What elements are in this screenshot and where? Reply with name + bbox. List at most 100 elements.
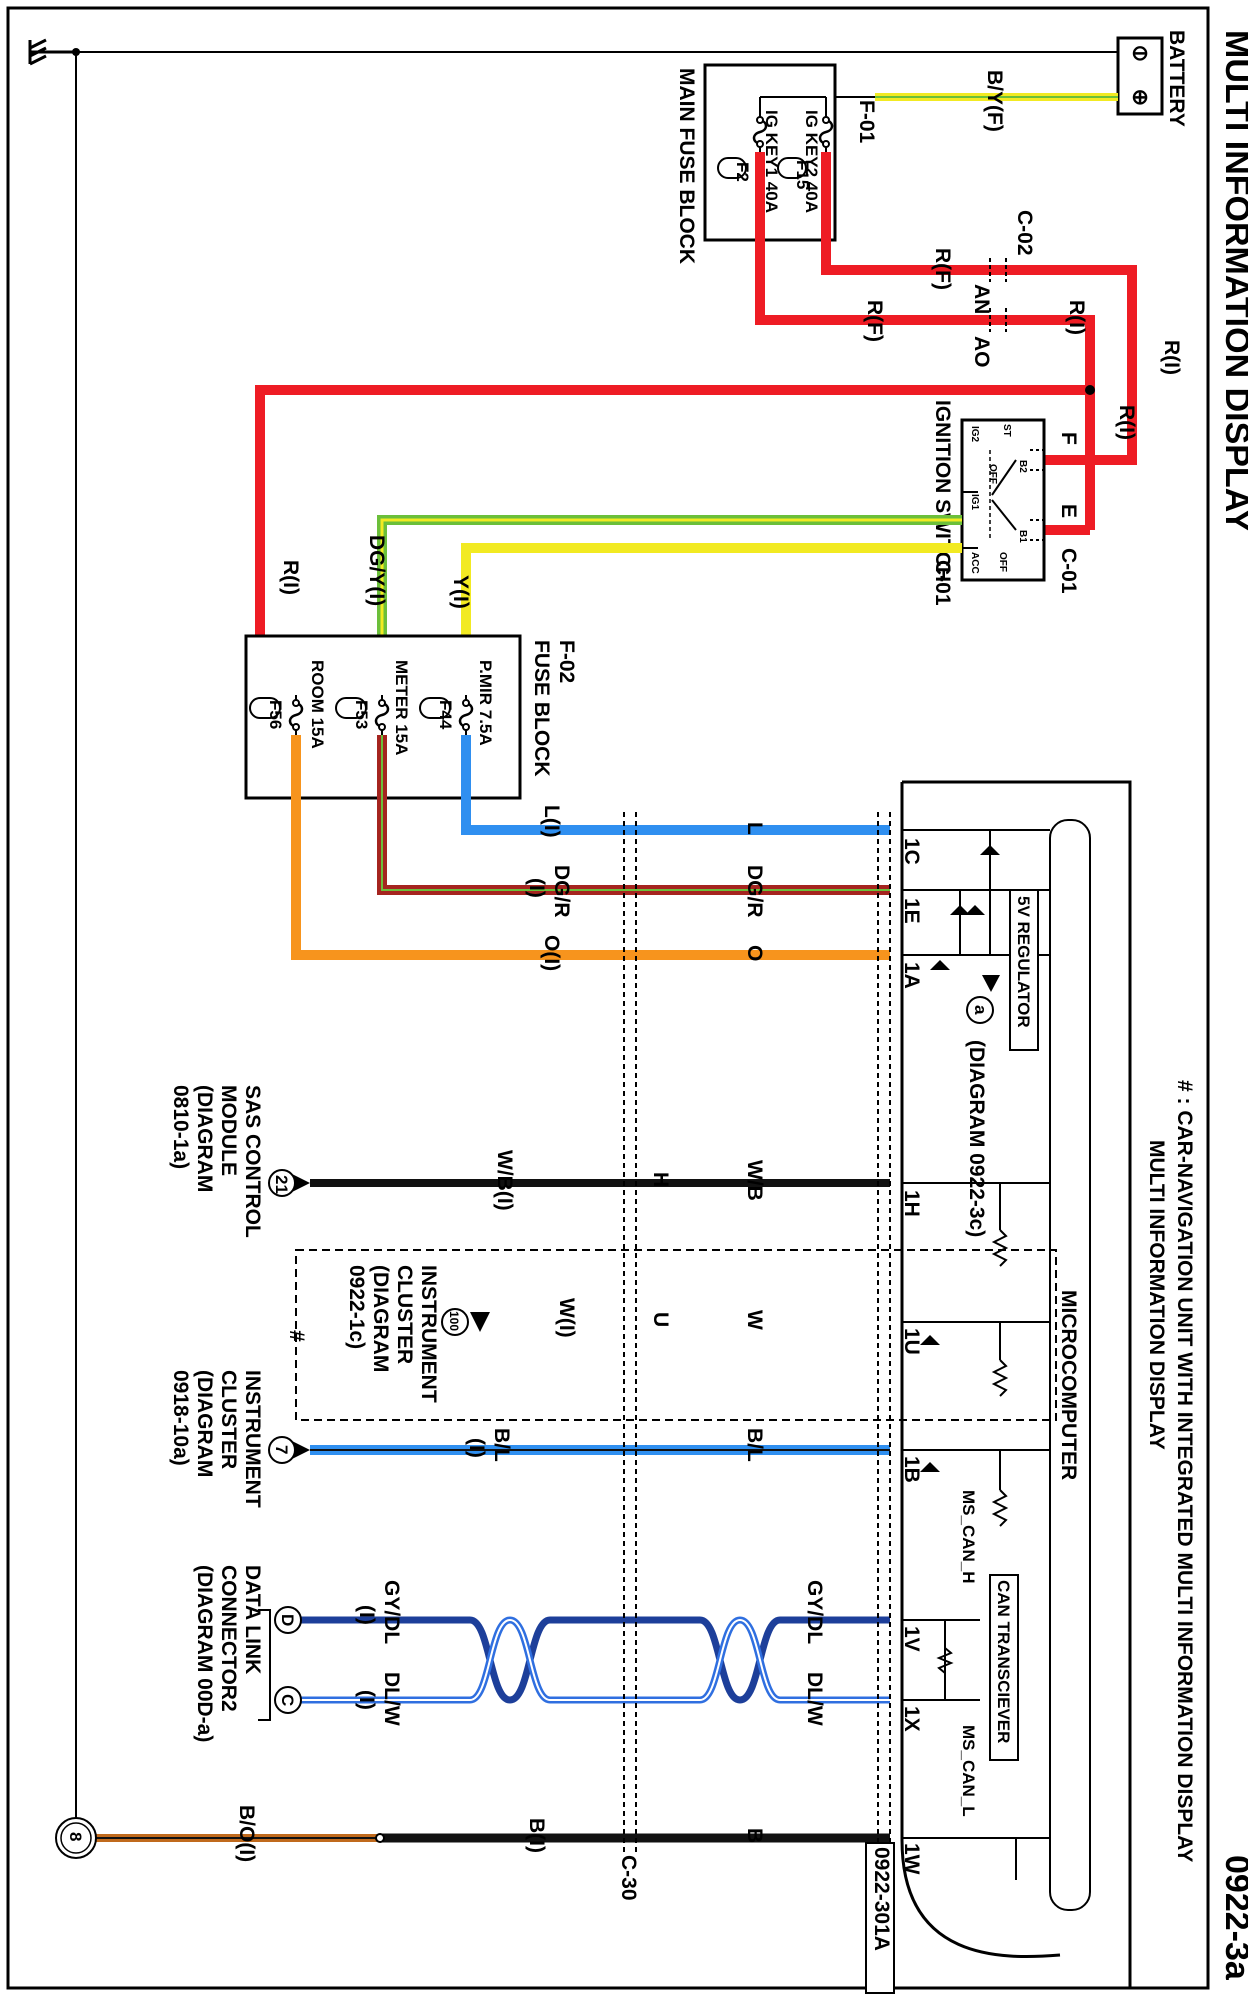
pin-1e: 1E [900,898,923,924]
diagram-code-box [865,1842,895,1994]
circuit-labels: L L(I) DG/R DG/R (I) O O(I) W/B H W/B(I)… [235,805,826,1862]
label-o-inner: O(I) [540,935,563,971]
contact-ig2: IG2 [969,426,980,443]
ref-7-marker: 7 [272,1445,291,1454]
wire-o [291,735,890,960]
wire-label-r-i-1: R(I) [1160,340,1183,375]
main-fuse-block: MAIN FUSE BLOCK F-01 IG KEY2 40A IG KEY1… [675,63,878,264]
fuse-block-connector: F-02 [555,640,578,683]
ref-dlc: D C DATA LINK CONNECTOR2 (DIAGRAM 00D-a) [193,1565,302,1742]
label-o-outer: O [743,945,766,961]
battery-label: BATTERY [1165,30,1188,127]
label-gy-dl-inner-a: GY/DL [380,1580,403,1644]
fuse-id-f2: F2 [733,162,752,182]
label-w-outer: W [743,1310,766,1330]
label-l-outer: L [743,822,766,835]
battery-minus: ⊖ [1131,42,1149,65]
label-gy-dl-inner-b: (I) [355,1605,378,1625]
label-l-inner: L(I) [540,805,563,838]
ignition-pin-e: E [1057,504,1080,518]
fuse-block-label: FUSE BLOCK [530,640,553,777]
contact-ig1: IG1 [969,494,980,511]
internal-circuitry [902,829,1050,1880]
fuse-id-f56: F56 [266,700,285,729]
ref-instrument-100: 100 INSTRUMENT CLUSTER (DIAGRAM 0922-1c) [345,1265,490,1403]
wire-label-r-f-bottom: R(F) [863,300,886,342]
can-transceiver: CAN TRANSCIEVER [989,1574,1019,1761]
ignition-pin-f: F [1057,432,1080,445]
junction-r-i [1085,385,1095,395]
multi-info-display-unit: 0922-301A [865,780,1132,1994]
wire-r-f-bottom [755,152,1095,390]
chassis-ground-icon [28,38,76,66]
c30-label: C-30 [617,1855,640,1901]
ref-sas-line1: SAS CONTROL [241,1085,264,1238]
ref-a-text: (DIAGRAM 0922-3c) [965,1040,988,1237]
ref-dlc-d: D [278,1614,297,1626]
fuse-ig-key2: IG KEY2 40A [802,110,821,213]
ref-ground-marker: 8 [66,1832,85,1841]
label-b-l-inner-a: B/L [490,1428,513,1462]
ref-sas-line2: MODULE [217,1085,240,1176]
ms-can-l: MS_CAN_L [959,1725,978,1817]
contact-off-1: OFF [987,464,998,484]
c02-pin-ao: AO [970,336,993,368]
navi-option-box [295,1249,1057,1421]
page-title: MULTI INFORMATION DISPLAY [1218,30,1248,532]
wire-dg-r-stripe [381,735,890,891]
note-text: # : CAR-NAVIGATION UNIT WITH INTEGRATED … [1173,1080,1196,1862]
pin-labels: 1C 1E 1A 1H 1U 1B 1V 1X 1W [900,838,923,1875]
label-b-outer: B [743,1828,766,1843]
ref-dlc-c: C [278,1694,297,1706]
contact-acc: ACC [969,552,980,574]
diagram-code: 0922-301A [870,1847,893,1951]
battery: ⊖ ⊕ BATTERY [1116,30,1188,127]
fuse-ig-key1: IG KEY1 40A [762,110,781,213]
page-number: 0922-3a [1218,1855,1248,1981]
label-gy-dl-outer: GY/DL [803,1580,826,1644]
unit-label: MULTI INFORMATION DISPLAY [1145,1140,1168,1450]
ref-100-line4: 0922-1c) [345,1265,368,1349]
label-b-o: B/O(I) [235,1805,258,1862]
fuse-room: ROOM 15A [308,660,327,749]
contact-st: ST [1001,424,1012,437]
ref-sas-line3: (DIAGRAM [193,1085,216,1192]
ref-dlc-line1: DATA LINK [241,1565,264,1674]
diode-icons [920,845,1000,1472]
wire-r-i-ig-loop [1090,345,1137,465]
wire-r-i-left [255,385,1090,700]
ref-100-marker: 100 [447,1311,461,1331]
pin-1b: 1B [900,1456,923,1483]
contact-b1: B1 [1017,530,1028,543]
fuse-id-f15: F15 [793,160,812,189]
label-dg-r-inner-b: (I) [525,878,548,898]
label-dl-w-outer: DL/W [803,1672,826,1726]
wire-dl-w-stripe [300,1618,890,1701]
fuse-p-mir: P.MIR 7.5A [476,660,495,746]
pin-1c: 1C [900,838,923,865]
can-transceiver-label: CAN TRANSCIEVER [994,1580,1013,1743]
contact-b2: B2 [1017,460,1028,473]
ignition-switch: IGNITION SWITCH C-01 C-01 F E B2 B1 ST I… [931,400,1080,606]
ref-100-line2: CLUSTER [393,1265,416,1364]
regulator: 5V REGULATOR [1009,889,1039,1051]
ref-sas-marker: 21 [272,1175,291,1194]
wire-label-dg-y: DG/Y(I) [365,535,388,606]
ref-7-line3: (DIAGRAM [193,1370,216,1477]
ref-100-line3: (DIAGRAM [369,1265,392,1372]
label-w-mid: U [649,1312,672,1327]
fuse-meter: METER 15A [392,660,411,755]
label-b-l-inner-b: (I) [465,1438,488,1458]
hash-marker: # [285,1330,308,1342]
ref-7-line1: INSTRUMENT [241,1370,264,1508]
label-dg-r-outer: DG/R [743,865,766,918]
wire-gy-dl [300,1616,890,1704]
contact-off-2: OFF [997,552,1008,572]
c02-pin-an: AN [970,284,993,314]
ref-instrument-7: 7 INSTRUMENT CLUSTER (DIAGRAM 0918-10a) [169,1370,310,1508]
ref-ground-8: 8 [55,1817,97,1859]
unit-connector-lines [877,812,891,1856]
ref-dlc-line3: (DIAGRAM 00D-a) [193,1565,216,1742]
label-b-l-outer: B/L [743,1428,766,1462]
regulator-label: 5V REGULATOR [1014,896,1033,1028]
